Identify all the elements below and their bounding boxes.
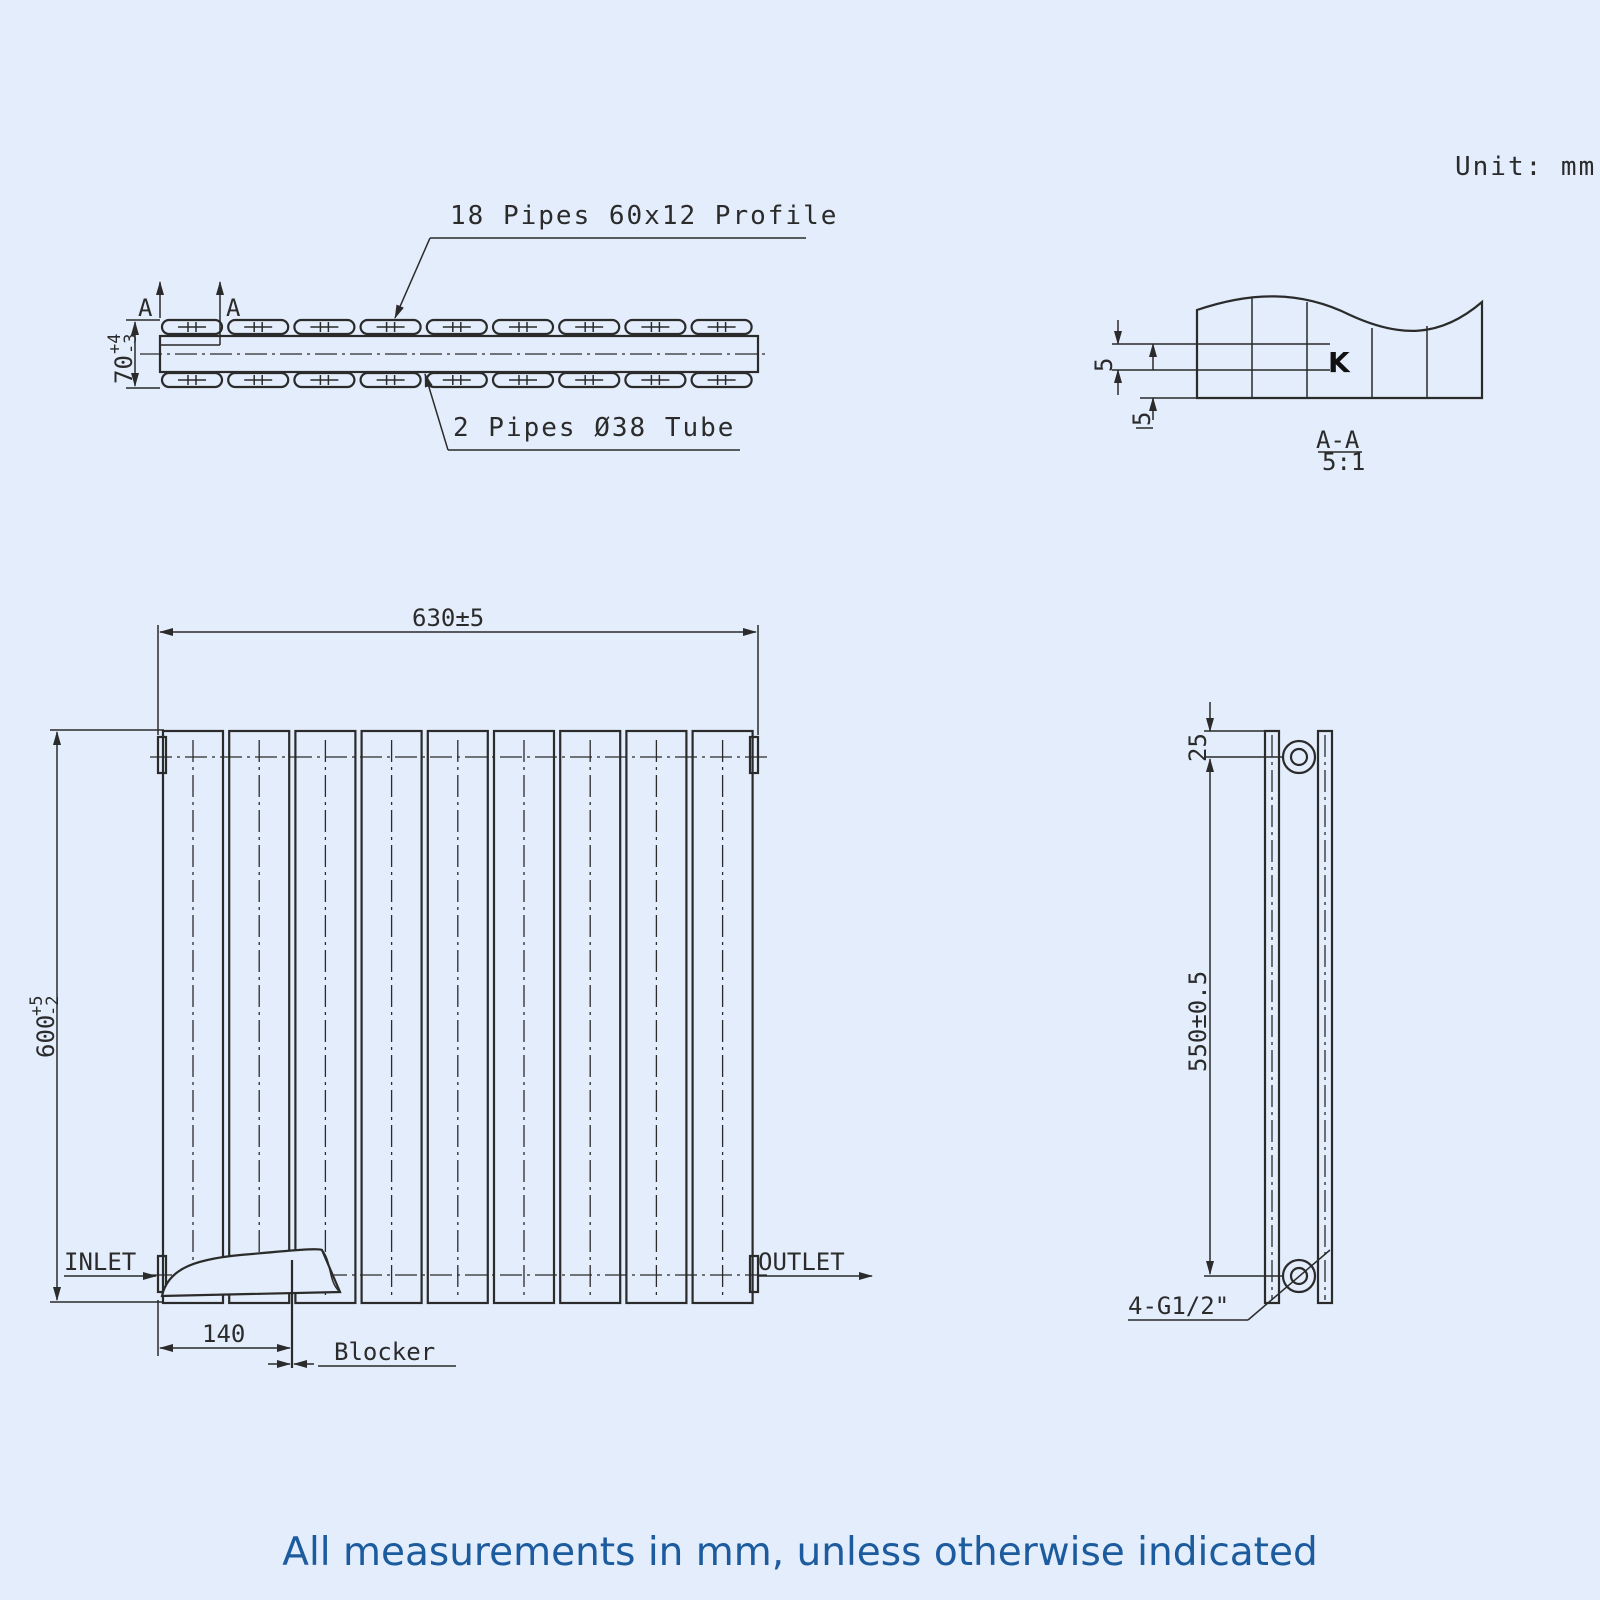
radiator-column: [492, 729, 556, 1305]
front-view: 630±5 600 +5 -2 INLET OUTLET 140 Blocker: [27, 604, 873, 1368]
radiator-column: [294, 729, 357, 1305]
height-minus: -2: [43, 996, 63, 1016]
section-mark-left: A: [138, 294, 153, 322]
profile-pipe: [227, 318, 290, 336]
height-plus: +5: [27, 996, 47, 1016]
profile-pipe: [624, 318, 687, 336]
radiator-column: [426, 729, 489, 1305]
profile-pipes-lower: [160, 371, 753, 389]
outlet-label: OUTLET: [758, 1248, 845, 1276]
section-title: A-A: [1316, 426, 1360, 454]
section-dim-1: 5: [1090, 358, 1118, 372]
inlet-label: INLET: [64, 1248, 136, 1276]
profile-pipe: [491, 318, 555, 336]
label-profile: 18 Pipes 60x12 Profile: [450, 201, 838, 231]
unit-note: Unit: mm: [1455, 152, 1596, 182]
depth-minus: -3: [121, 334, 141, 354]
blocker-label: Blocker: [334, 1338, 435, 1366]
profile-pipe: [160, 318, 224, 336]
depth-nominal: 70: [110, 355, 138, 384]
connections-label: 4-G1/2": [1128, 1292, 1229, 1320]
profile-pipe: [558, 318, 621, 336]
width-dimension: 630±5: [412, 604, 484, 632]
radiator-column: [360, 729, 423, 1305]
radiator-column: [691, 729, 754, 1305]
section-marker-k: K: [1328, 346, 1351, 379]
front-columns: [161, 729, 754, 1305]
section-view: 5 5 K A-A 5:1: [1090, 295, 1484, 476]
footer-note: All measurements in mm, unless otherwise…: [282, 1530, 1318, 1575]
profile-pipe: [425, 318, 488, 336]
section-mark-right: A: [226, 294, 241, 322]
depth-plus: +4: [105, 334, 125, 354]
height-nominal: 600: [32, 1015, 60, 1058]
section-scale: 5:1: [1322, 448, 1365, 476]
profile-pipe: [359, 318, 422, 336]
profile-pipe: [293, 318, 356, 336]
profile-pipes-upper: [160, 318, 753, 336]
section-dim-2: 5: [1128, 412, 1156, 426]
top-view: A A 70 +4 -3 18 Pipes 60x12 Profile 2 Pi…: [105, 201, 838, 451]
radiator-column: [559, 729, 622, 1305]
label-tube: 2 Pipes Ø38 Tube: [453, 413, 735, 443]
radiator-column: [161, 729, 225, 1305]
top-offset-dimension: 25: [1184, 733, 1212, 762]
centres-dimension: 550±0.5: [1184, 971, 1212, 1072]
radiator-column: [228, 729, 291, 1305]
side-view: 25 550±0.5 4-G1/2": [1128, 702, 1334, 1321]
profile-pipe: [690, 318, 753, 336]
offset-dimension: 140: [202, 1320, 245, 1348]
radiator-column: [625, 729, 688, 1305]
